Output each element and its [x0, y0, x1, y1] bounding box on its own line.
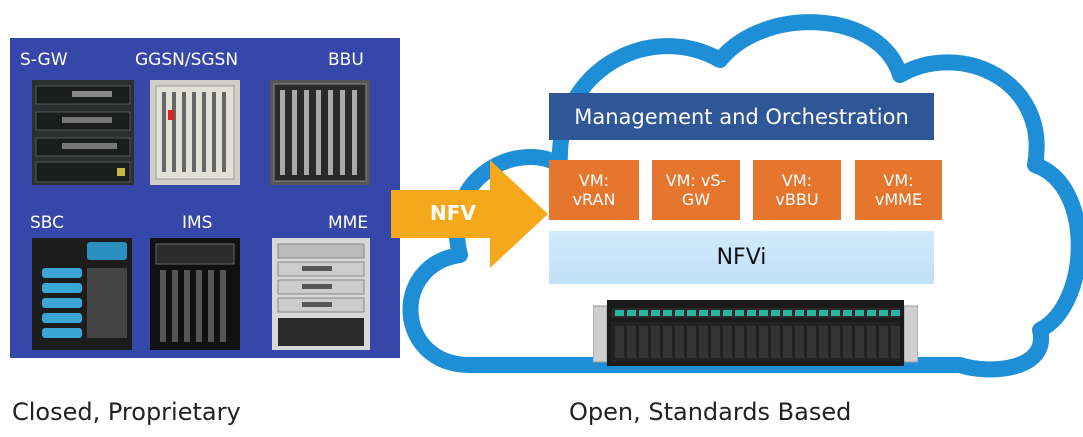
device-label-mme: MME: [328, 213, 369, 233]
drive-led: [639, 310, 648, 316]
drive-led: [807, 310, 816, 316]
drive-led: [771, 310, 780, 316]
drive-bay: [831, 326, 840, 358]
drive-led: [879, 310, 888, 316]
vm-vran-box: VM: vRAN: [549, 160, 639, 220]
open-standards-caption: Open, Standards Based: [569, 398, 852, 426]
nfv-label: NFV: [430, 201, 476, 225]
drive-led: [663, 310, 672, 316]
drive-bay: [627, 326, 636, 358]
device-label-sbc: SBC: [30, 213, 65, 233]
device-label-bbu: BBU: [328, 50, 364, 70]
drive-bay: [759, 326, 768, 358]
drive-led: [651, 310, 660, 316]
vm-vran-label: VM: vRAN: [572, 170, 616, 209]
device-label-ims: IMS: [182, 213, 213, 233]
drive-bay: [783, 326, 792, 358]
drive-bay: [615, 326, 624, 358]
management-orchestration-box: Management and Orchestration: [549, 93, 934, 140]
vm-vbbu-label: VM: vBBU: [775, 170, 819, 209]
device-label-sgw: S-GW: [20, 50, 68, 70]
mme-device-image: [272, 238, 370, 350]
commodity-server-image: [593, 300, 918, 366]
proprietary-caption: Closed, Proprietary: [12, 398, 241, 426]
drive-led: [711, 310, 720, 316]
drive-led: [867, 310, 876, 316]
sgw-device-image: [32, 80, 134, 185]
drive-bay: [675, 326, 684, 358]
drive-bay: [663, 326, 672, 358]
drive-led: [675, 310, 684, 316]
drive-led: [843, 310, 852, 316]
drive-led: [723, 310, 732, 316]
vm-vsgw-box: VM: vS- GW: [652, 160, 740, 220]
drive-bay: [855, 326, 864, 358]
nfvi-box: NFVi: [549, 231, 934, 284]
drive-bay: [807, 326, 816, 358]
drive-led: [735, 310, 744, 316]
vm-vbbu-box: VM: vBBU: [753, 160, 841, 220]
drive-bay: [867, 326, 876, 358]
sbc-device-image: [32, 238, 132, 350]
device-label-ggsn-sgsn: GGSN/SGSN: [135, 50, 239, 70]
drive-bay: [735, 326, 744, 358]
drive-led: [819, 310, 828, 316]
vm-vsgw-label: VM: vS- GW: [665, 170, 727, 209]
drive-bay: [771, 326, 780, 358]
drive-bay: [891, 326, 900, 358]
drive-led: [699, 310, 708, 316]
drive-bay: [711, 326, 720, 358]
drive-bay: [795, 326, 804, 358]
drive-led: [747, 310, 756, 316]
drive-bay: [687, 326, 696, 358]
ims-device-image: [150, 238, 240, 350]
drive-led: [759, 310, 768, 316]
drive-led: [891, 310, 900, 316]
drive-bay: [639, 326, 648, 358]
drive-led: [783, 310, 792, 316]
drive-led: [615, 310, 624, 316]
drive-led: [687, 310, 696, 316]
bbu-device-image: [270, 80, 370, 185]
ggsn-sgsn-device-image: [150, 80, 240, 185]
drive-bay: [699, 326, 708, 358]
proprietary-hardware-panel: S-GW GGSN/SGSN BBU SBC IMS MME: [10, 38, 400, 358]
drive-led: [627, 310, 636, 316]
drive-led: [831, 310, 840, 316]
drive-bay: [747, 326, 756, 358]
drive-bay: [879, 326, 888, 358]
drive-bay: [819, 326, 828, 358]
drive-bay: [651, 326, 660, 358]
drive-led: [855, 310, 864, 316]
vm-vmme-label: VM: vMME: [874, 170, 923, 209]
drive-led: [795, 310, 804, 316]
vm-vmme-box: VM: vMME: [855, 160, 942, 220]
drive-bay: [723, 326, 732, 358]
drive-bay: [843, 326, 852, 358]
